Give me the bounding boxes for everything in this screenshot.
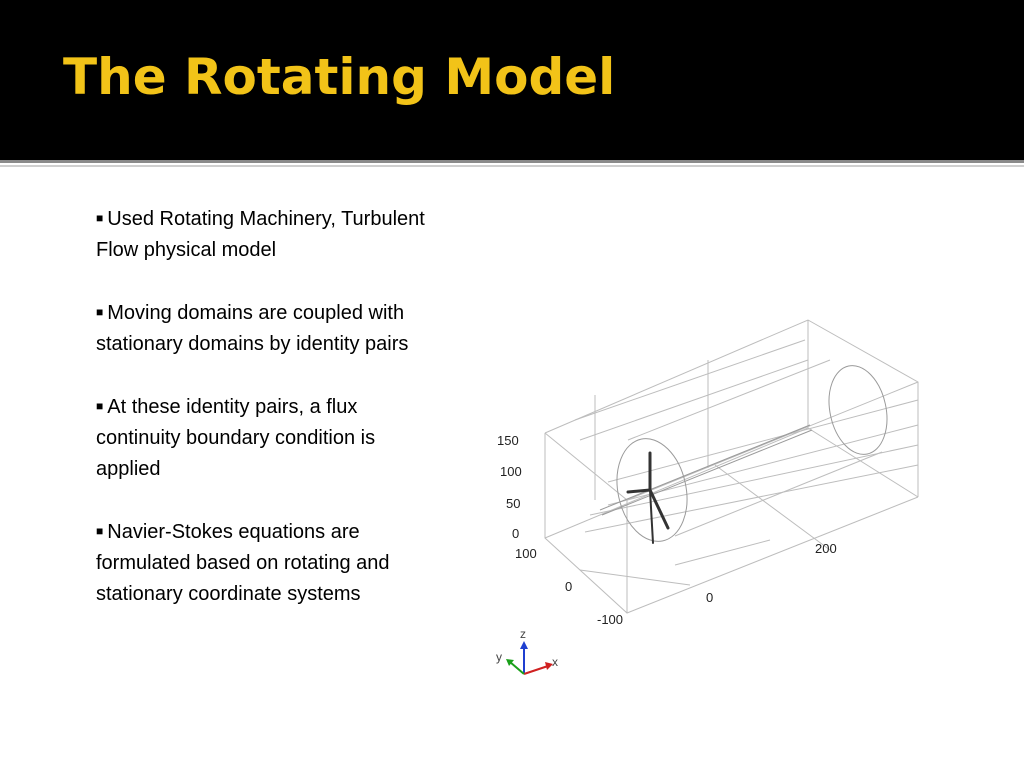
- bullet-text: Used Rotating Machinery, Turbulent Flow …: [96, 208, 425, 261]
- bullet-item: ■At these identity pairs, a flux continu…: [96, 391, 426, 485]
- bullet-marker: ■: [96, 399, 104, 413]
- z-tick-label: 100: [500, 464, 522, 479]
- z-tick-label: 150: [497, 433, 519, 448]
- bullet-item: ■Used Rotating Machinery, Turbulent Flow…: [96, 203, 426, 266]
- turbine-blades: [626, 451, 670, 544]
- bullet-item: ■Moving domains are coupled with station…: [96, 297, 426, 360]
- title-bar: The Rotating Model: [0, 0, 1024, 160]
- z-arrowhead-icon: [520, 641, 528, 649]
- model-figure: 150 100 50 0 100 0 -100 200 0 z x y: [490, 300, 930, 690]
- bullet-list: ■Used Rotating Machinery, Turbulent Flow…: [96, 203, 426, 641]
- z-tick-label: 0: [512, 526, 519, 541]
- x-tick-label: 200: [815, 541, 837, 556]
- x-tick-label: 0: [706, 590, 713, 605]
- y-tick-label: 0: [565, 579, 572, 594]
- bullet-text: Navier-Stokes equations are formulated b…: [96, 521, 390, 605]
- bullet-item: ■Navier-Stokes equations are formulated …: [96, 516, 426, 610]
- y-axis-arrow: [509, 661, 525, 675]
- bullet-marker: ■: [96, 305, 104, 319]
- triad-x-label: x: [552, 655, 558, 669]
- model-geometry-svg: 150 100 50 0 100 0 -100 200 0 z x y: [496, 319, 919, 675]
- slide-title: The Rotating Model: [63, 48, 616, 106]
- x-arrowhead-icon: [545, 662, 553, 670]
- bullet-text: Moving domains are coupled with stationa…: [96, 302, 409, 355]
- title-divider-light: [0, 165, 1024, 167]
- x-axis-arrow: [523, 665, 549, 675]
- z-tick-label: 50: [506, 496, 520, 511]
- y-tick-label: 100: [515, 546, 537, 561]
- bullet-marker: ■: [96, 211, 104, 225]
- y-arrowhead-icon: [506, 659, 514, 666]
- axis-triad: z x y: [496, 627, 558, 675]
- domain-box: [544, 319, 919, 614]
- bullet-text: At these identity pairs, a flux continui…: [96, 396, 376, 480]
- triad-y-label: y: [496, 650, 502, 664]
- y-tick-label: -100: [597, 612, 623, 627]
- title-divider: [0, 160, 1024, 163]
- triad-z-label: z: [520, 627, 526, 641]
- bullet-marker: ■: [96, 524, 104, 538]
